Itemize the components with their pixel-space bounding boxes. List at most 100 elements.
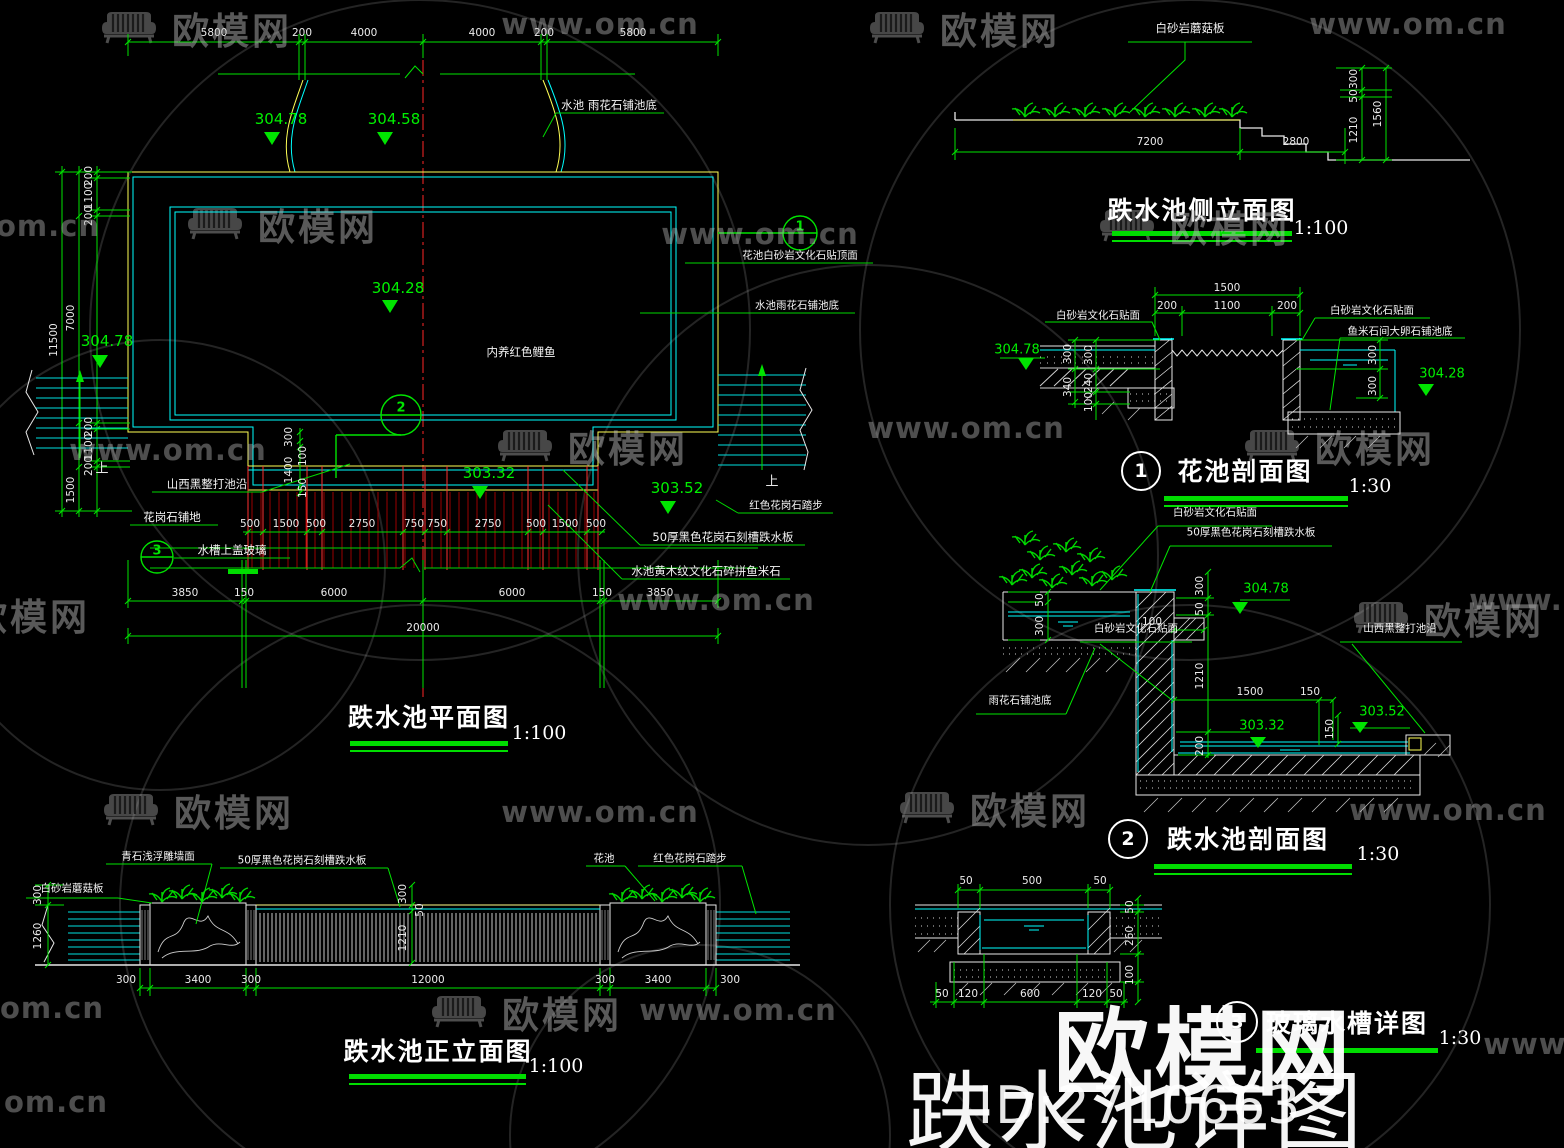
s2-label-facing-mid: 白砂岩文化石贴面 bbox=[1094, 622, 1178, 635]
plan-dim-mid: 500 bbox=[305, 518, 327, 530]
s3-dim-bottom: 600 bbox=[1019, 988, 1041, 1000]
front-label-sandstone: 白砂岩蘑菇板 bbox=[40, 882, 104, 895]
plan-up-label-left: 上 bbox=[95, 461, 109, 477]
watermark-url: www.om.cn bbox=[501, 795, 699, 829]
plan-dim-top: 200 bbox=[291, 27, 313, 39]
plan-dim-bottom: 6000 bbox=[320, 587, 348, 599]
plan-title: 跌水池平面图 bbox=[347, 703, 511, 732]
watermark-brand: 欧模网 bbox=[940, 10, 1060, 53]
front-label-board: 50厚黑色花岗石刻槽跌水板 bbox=[237, 854, 367, 867]
front-elevation-linework bbox=[26, 863, 800, 1085]
s3-bubble-number: 3 bbox=[1230, 1011, 1244, 1033]
front-vdim-mid: 1210 bbox=[397, 924, 409, 952]
plan-label-drop-board: 50厚黑色花岗石刻槽跌水板 bbox=[652, 530, 794, 544]
plan-dim-mid: 500 bbox=[585, 518, 607, 530]
watermark-url: www.om.cn bbox=[617, 583, 815, 617]
plan-dim-mid: 2750 bbox=[348, 518, 376, 530]
watermark-url: www.om.cn bbox=[1309, 7, 1507, 41]
front-dim-bottom: 300 bbox=[719, 974, 741, 986]
front-title: 跌水池正立面图 bbox=[343, 1037, 533, 1066]
sheet-id: ID:2710663 bbox=[977, 1076, 1303, 1136]
detail3-linework bbox=[915, 884, 1438, 1053]
sheet-title-big: 跌水池详图 bbox=[905, 1061, 1367, 1148]
plan-label-fish: 内养红色鲤鱼 bbox=[486, 345, 556, 359]
side-dim: 7200 bbox=[1136, 136, 1164, 148]
side-elevation-linework bbox=[951, 41, 1470, 242]
s2-vdim: 1210 bbox=[1194, 662, 1206, 690]
s2-vdim-planter: 300 bbox=[1034, 615, 1046, 637]
front-dim-bottom: 3400 bbox=[644, 974, 672, 986]
s2-vdim: 50 bbox=[1194, 602, 1206, 616]
s2-dim-1500: 1500 bbox=[1236, 686, 1264, 698]
section2-linework bbox=[976, 525, 1462, 875]
plan-dim-bottom: 3850 bbox=[646, 587, 674, 599]
side-vdim: 300 bbox=[1348, 68, 1360, 90]
watermark-brand: 欧模网 bbox=[1170, 208, 1290, 251]
front-dim-bottom: 300 bbox=[240, 974, 262, 986]
plan-up-label-right: 上 bbox=[765, 474, 779, 490]
side-scale: 1:100 bbox=[1293, 217, 1349, 239]
plan-label-glass-cover: 水槽上盖玻璃 bbox=[197, 543, 267, 557]
plan-elevation: 304.58 bbox=[367, 110, 421, 128]
plan-dim-left: 7000 bbox=[65, 304, 77, 332]
side-vdim: 50 bbox=[1348, 89, 1360, 103]
plan-dim-inner: 300 bbox=[283, 426, 295, 448]
plan-dim-left: 1500 bbox=[65, 476, 77, 504]
s1-vdim: 100 bbox=[1083, 391, 1095, 413]
plan-dim-top: 4000 bbox=[350, 27, 378, 39]
s1-label-left: 白砂岩文化石贴面 bbox=[1056, 309, 1140, 322]
s3-title: 玻璃水槽详图 bbox=[1265, 1009, 1429, 1038]
s2-dim-100: 100 bbox=[1141, 616, 1163, 628]
watermark-url: www.om.cn bbox=[501, 7, 699, 41]
plan-label-granite-paving: 花岗石铺地 bbox=[143, 510, 201, 524]
plan-dim-total: 20000 bbox=[406, 622, 440, 634]
watermark-url: www.om.cn bbox=[639, 993, 837, 1027]
s1-dim: 200 bbox=[1156, 300, 1178, 312]
plan-dim-mid: 500 bbox=[239, 518, 261, 530]
side-label-sandstone: 白砂岩蘑菇板 bbox=[1155, 21, 1225, 35]
watermark-brand: 欧模网 bbox=[1424, 600, 1544, 643]
plan-marker-1: 1 bbox=[795, 219, 805, 235]
s3-dim-bottom: 120 bbox=[957, 988, 979, 1000]
watermark-url2: om.cn bbox=[0, 991, 104, 1025]
s2-label-shanxi: 山西黑整打池沿 bbox=[1363, 622, 1437, 635]
plan-dim-bottom: 150 bbox=[591, 587, 613, 599]
s2-elev: 304.78 bbox=[1243, 581, 1289, 597]
plan-dim-bottom: 3850 bbox=[171, 587, 199, 599]
s2-label-facing-top: 白砂岩文化石贴面 bbox=[1173, 506, 1257, 519]
plan-elevation: 303.32 bbox=[462, 464, 516, 482]
s3-dim-bottom: 50 bbox=[1109, 988, 1123, 1000]
s2-title: 跌水池剖面图 bbox=[1166, 825, 1330, 854]
watermark-url2: om.cn bbox=[0, 209, 100, 243]
s2-elev: 303.32 bbox=[1239, 718, 1285, 734]
plan-scale: 1:100 bbox=[511, 722, 567, 744]
s2-dim-150b: 150 bbox=[1324, 718, 1336, 740]
watermark-url: www.om.cn bbox=[661, 217, 859, 251]
s3-scale: 1:30 bbox=[1438, 1027, 1482, 1049]
front-vdim-mid: 300 bbox=[397, 883, 409, 905]
s2-label-pebble: 雨花石铺池底 bbox=[988, 694, 1052, 707]
front-dim-bottom: 300 bbox=[594, 974, 616, 986]
plan-label-planter-top: 花池白砂岩文化石贴顶面 bbox=[742, 249, 858, 262]
watermark-url3: www. bbox=[1483, 1027, 1564, 1061]
s1-title: 花池剖面图 bbox=[1177, 457, 1313, 486]
s2-vdim: 200 bbox=[1194, 735, 1206, 757]
s3-dim-top: 50 bbox=[959, 875, 973, 887]
plan-dim-top: 200 bbox=[533, 27, 555, 39]
s1-vdim: 340 bbox=[1062, 376, 1074, 398]
plan-view-linework bbox=[25, 34, 873, 752]
plan-marker-2: 2 bbox=[396, 400, 406, 416]
side-vdim: 1560 bbox=[1372, 100, 1384, 128]
s3-dim-right: 260 bbox=[1124, 925, 1136, 947]
s1-vdim: 300 bbox=[1367, 344, 1379, 366]
plan-dim-top: 4000 bbox=[468, 27, 496, 39]
plan-label-shanxi-black: 山西黑整打池沿 bbox=[166, 477, 248, 491]
section1-linework bbox=[1000, 287, 1465, 507]
watermark-brand: 欧模网 bbox=[502, 994, 622, 1037]
watermark-url2: om.cn bbox=[4, 1085, 108, 1119]
s1-dim: 1100 bbox=[1213, 300, 1241, 312]
plan-elevation: 304.28 bbox=[371, 279, 425, 297]
front-dim-bottom: 3400 bbox=[184, 974, 212, 986]
